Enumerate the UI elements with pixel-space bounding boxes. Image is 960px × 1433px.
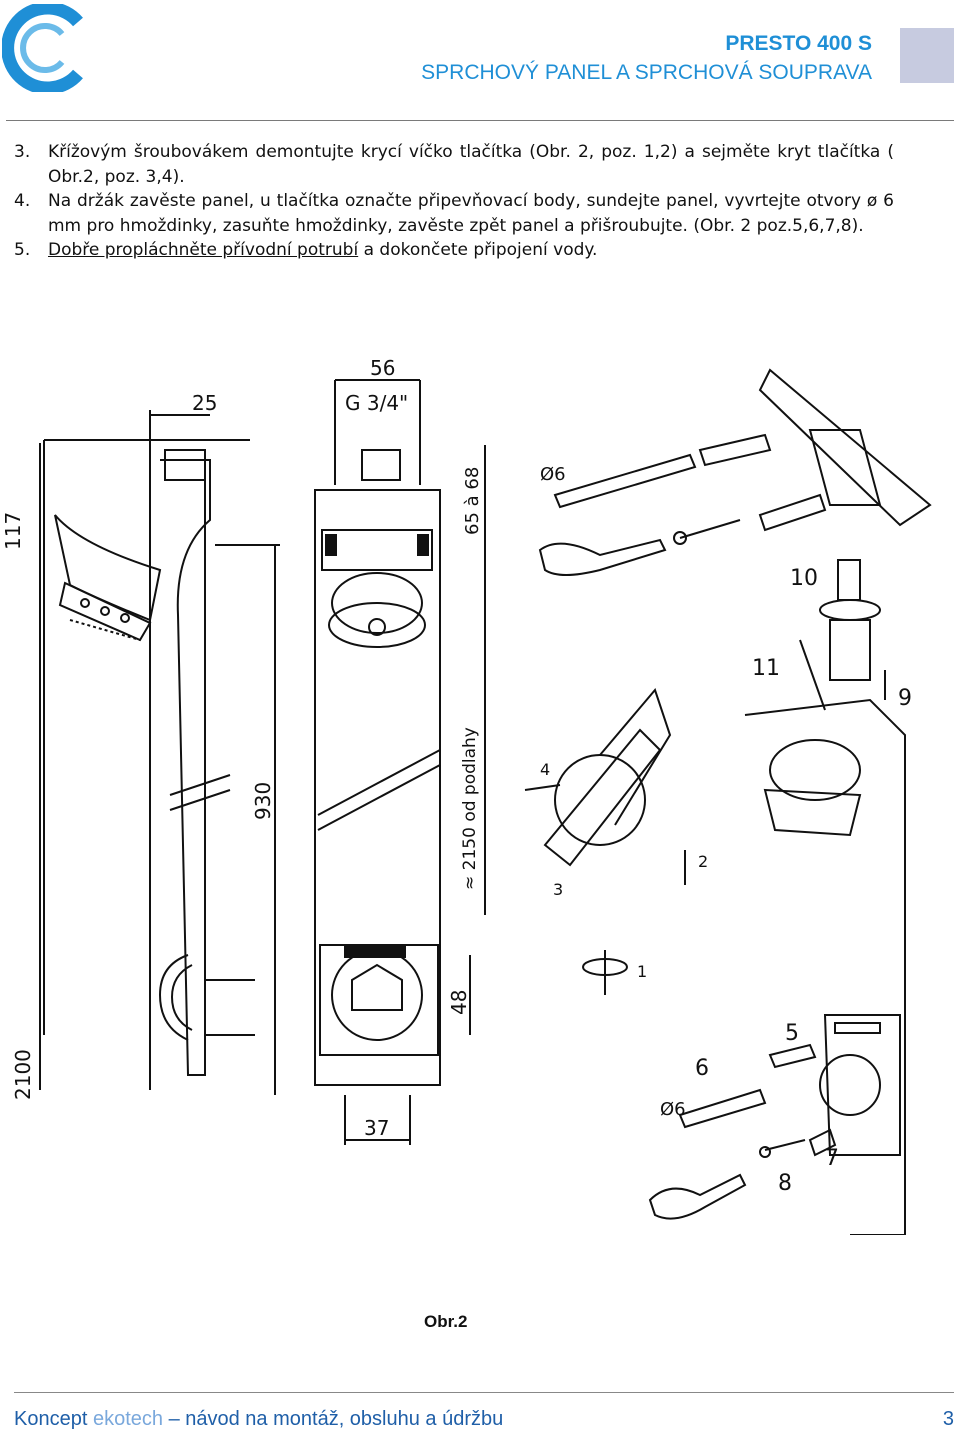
company-logo: [2, 4, 83, 92]
label-6: 6: [695, 1056, 709, 1081]
label-5: 5: [785, 1021, 799, 1046]
step-text: Na držák zavěste panel, u tlačítka označ…: [48, 191, 894, 236]
step-number: 5.: [14, 240, 31, 260]
step-text: Křížovým šroubovákem demontujte krycí ví…: [48, 142, 894, 187]
dim-2100: 2100: [11, 1049, 35, 1100]
label-8: 8: [778, 1171, 792, 1196]
label-4: 4: [540, 760, 550, 779]
label-1: 1: [637, 962, 647, 981]
dim-25: 25: [192, 391, 217, 415]
header-divider: [6, 120, 954, 121]
label-10: 10: [790, 566, 818, 591]
step-5: 5. Dobře propláchněte přívodní potrubí a…: [14, 238, 894, 263]
footer-brand: ekotech: [92, 1408, 164, 1430]
instruction-list: 3. Křížovým šroubovákem demontujte krycí…: [14, 140, 894, 263]
footer-text: Koncept ekotech – návod na montáž, obslu…: [14, 1408, 503, 1431]
step-text-rest: a dokončete připojení vody.: [358, 240, 598, 260]
dim-65-68: 65 à 68: [462, 467, 483, 535]
page-number: 3: [942, 1408, 954, 1430]
label-2: 2: [698, 852, 708, 871]
figure-caption: Obr.2: [424, 1312, 468, 1331]
side-view: 25 117 2100: [1, 391, 280, 1100]
label-11: 11: [752, 656, 780, 681]
dim-37: 37: [364, 1116, 389, 1140]
step-number: 3.: [14, 142, 31, 162]
product-title: PRESTO 400 S: [725, 32, 872, 55]
label-3: 3: [553, 880, 563, 899]
label-drill-bottom: Ø6: [660, 1099, 686, 1120]
front-view: 56 G 3/4" 930 65 à 68 ≈ 2150 od podlahy …: [251, 356, 486, 1145]
installation-diagram: 25 117 2100 56 G 3/4": [1, 356, 932, 1235]
step-number: 4.: [14, 191, 31, 211]
header-color-box: [900, 28, 954, 83]
footer-concept: Koncept: [14, 1408, 93, 1430]
dim-117: 117: [1, 512, 25, 550]
label-drill-top: Ø6: [540, 464, 566, 485]
step-text-underlined: Dobře propláchněte přívodní potrubí: [48, 240, 359, 260]
dim-48: 48: [447, 990, 471, 1015]
dim-2150: ≈ 2150 od podlahy: [460, 727, 480, 890]
footer-divider: [14, 1392, 954, 1393]
step-text: Dobře propláchněte přívodní potrubí a do…: [48, 238, 894, 263]
dim-56: 56: [370, 356, 395, 380]
footer-rest: – návod na montáž, obsluhu a údržbu: [163, 1408, 504, 1430]
dim-thread: G 3/4": [345, 391, 408, 415]
dim-930: 930: [251, 782, 275, 820]
step-3: 3. Křížovým šroubovákem demontujte krycí…: [14, 140, 894, 189]
label-9: 9: [898, 686, 912, 711]
step-4: 4. Na držák zavěste panel, u tlačítka oz…: [14, 189, 894, 238]
exploded-view: Ø6 10 11 9 4 3 2 1 5 6: [524, 368, 932, 1235]
product-subtitle: SPRCHOVÝ PANEL A SPRCHOVÁ SOUPRAVA: [421, 61, 872, 84]
label-7: 7: [825, 1146, 839, 1171]
